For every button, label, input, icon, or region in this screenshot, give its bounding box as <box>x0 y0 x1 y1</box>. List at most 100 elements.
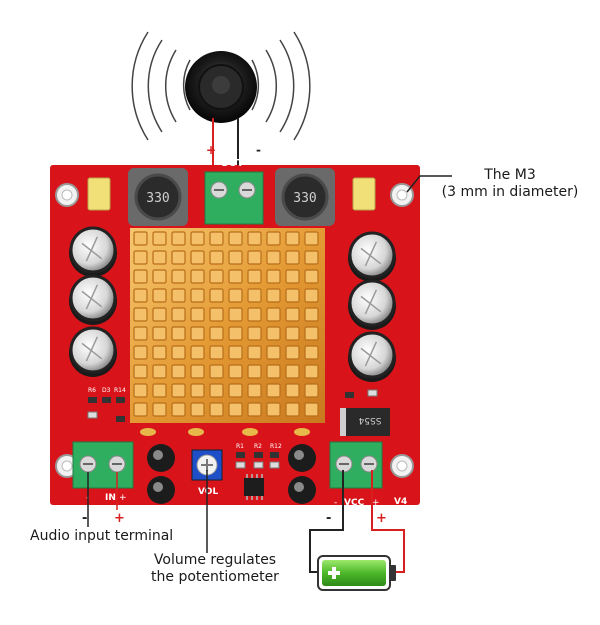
inductor-left: 330 <box>128 168 188 226</box>
m3-leader-line <box>406 175 452 193</box>
electrolytic-capacitor <box>69 226 117 277</box>
heatsink <box>130 228 325 423</box>
silk-label-r6: R6 <box>88 387 96 394</box>
battery-wire-positive <box>371 470 405 573</box>
heatsink-fin <box>190 307 205 322</box>
heatsink-fin <box>152 326 167 341</box>
mounting-hole <box>55 183 79 207</box>
heatsink-fin <box>190 402 205 417</box>
heatsink-fin <box>304 402 319 417</box>
heatsink-fin <box>209 250 224 265</box>
heatsink-fin <box>209 364 224 379</box>
mounting-hole-m3 <box>390 183 414 207</box>
heatsink-fin <box>266 269 281 284</box>
m3-annotation-line2: (3 mm in diameter) <box>441 184 579 200</box>
in-terminal <box>72 441 134 489</box>
heatsink-fin <box>171 231 186 246</box>
heatsink-fin <box>304 345 319 360</box>
heatsink-fin <box>285 269 300 284</box>
heatsink-fin <box>190 250 205 265</box>
heatsink-fin <box>266 383 281 398</box>
heatsink-fin <box>209 383 224 398</box>
heatsink-fin <box>152 269 167 284</box>
heatsink-fin <box>266 307 281 322</box>
small-capacitor <box>147 476 175 504</box>
heatsink-fin <box>266 364 281 379</box>
heatsink-fin <box>247 383 262 398</box>
heatsink-fin <box>266 402 281 417</box>
heatsink-fin <box>228 326 243 341</box>
heatsink-fin <box>152 345 167 360</box>
heatsink-fin <box>152 307 167 322</box>
vcc-minus-marker: - <box>326 511 331 526</box>
heatsink-fin <box>304 269 319 284</box>
heatsink-fin <box>247 326 262 341</box>
vcc-plus-marker: + <box>376 511 387 526</box>
heatsink-fin <box>152 231 167 246</box>
out-plus-sign: + <box>206 143 216 157</box>
heatsink-fin <box>285 307 300 322</box>
silk-label-d3: D3 <box>102 387 111 394</box>
heatsink-fin <box>190 345 205 360</box>
inductor-right: 330 <box>275 168 335 226</box>
small-capacitor <box>147 444 175 472</box>
smd-components-right <box>345 389 378 398</box>
inductor-left-label: 330 <box>146 191 169 206</box>
heatsink-fin <box>228 383 243 398</box>
heatsink-fin <box>266 326 281 341</box>
heatsink-fin <box>228 307 243 322</box>
heatsink-fin <box>133 383 148 398</box>
heatsink-fin <box>304 231 319 246</box>
heatsink-fin <box>209 345 224 360</box>
heatsink-fin <box>209 288 224 303</box>
smd-resistors <box>235 452 280 469</box>
heatsink-fin <box>190 326 205 341</box>
heatsink-fin <box>133 250 148 265</box>
heatsink-fin <box>304 326 319 341</box>
heatsink-fin <box>285 250 300 265</box>
heatsink-fin <box>209 326 224 341</box>
heatsink-fin <box>266 345 281 360</box>
heatsink-fin <box>209 402 224 417</box>
heatsink-fin <box>133 288 148 303</box>
heatsink-fin <box>247 307 262 322</box>
diode-label: SS54 <box>358 415 381 425</box>
film-capacitor <box>87 177 111 211</box>
heatsink-fin <box>228 402 243 417</box>
heatsink-fin <box>228 364 243 379</box>
heatsink-fin <box>190 288 205 303</box>
vcc-label: VCC <box>344 498 365 508</box>
heatsink-fin <box>209 307 224 322</box>
heatsink-fin <box>171 288 186 303</box>
heatsink-fin <box>171 383 186 398</box>
heatsink-fin <box>171 402 186 417</box>
version-label: V4 <box>394 497 407 507</box>
heatsink-fin <box>190 364 205 379</box>
heatsink-fin <box>209 231 224 246</box>
heatsink-fin <box>304 364 319 379</box>
heatsink-fin <box>152 383 167 398</box>
out-label: OUT <box>220 158 244 169</box>
heatsink-fin <box>285 345 300 360</box>
heatsink-fin <box>247 288 262 303</box>
heatsink-fin <box>133 402 148 417</box>
small-capacitor <box>288 444 316 472</box>
heatsink-fin <box>266 231 281 246</box>
electrolytic-capacitor <box>69 274 117 325</box>
heatsink-fin <box>133 307 148 322</box>
vol-label: VOL <box>198 487 218 497</box>
heatsink-fin <box>304 250 319 265</box>
heatsink-fin <box>247 250 262 265</box>
audio-input-annotation: Audio input terminal <box>30 528 174 544</box>
heatsink-fin <box>190 269 205 284</box>
smd-components-left <box>87 397 125 422</box>
heatsink-fin <box>285 364 300 379</box>
heatsink-fin <box>304 307 319 322</box>
mounting-hole <box>390 454 414 478</box>
electrolytic-capacitor <box>348 331 396 382</box>
diode-ss54: SS54 <box>340 408 390 436</box>
heatsink-fin <box>266 250 281 265</box>
heatsink-fin <box>285 231 300 246</box>
silk-label-r2: R2 <box>254 443 262 450</box>
